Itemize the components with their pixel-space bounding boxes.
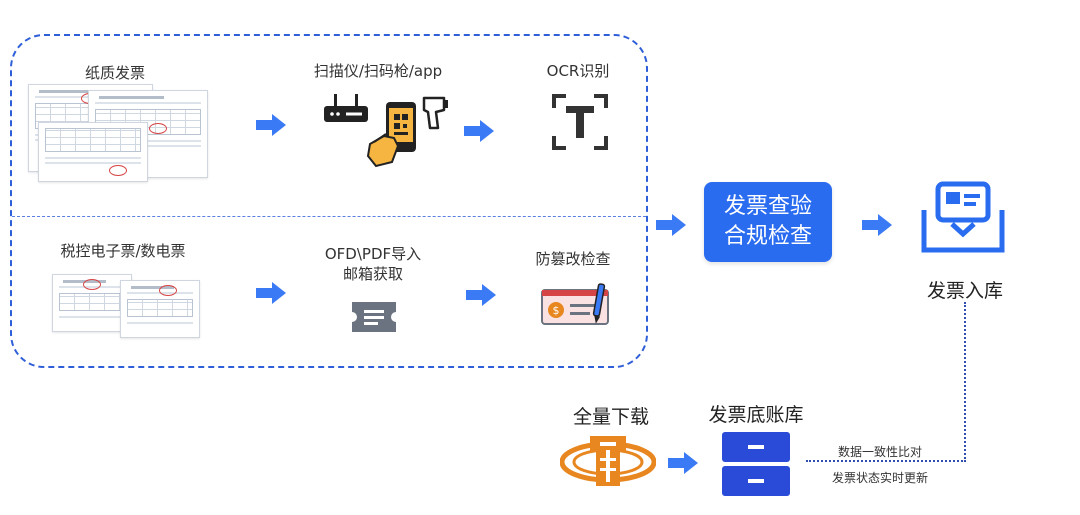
e-invoice-label: 税控电子票/数电票 xyxy=(60,242,186,260)
ocr-label: OCR识别 xyxy=(546,62,610,80)
verify-compliance-button[interactable]: 发票查验 合规检查 xyxy=(704,182,832,262)
arrow-right-icon xyxy=(668,452,698,474)
anti-tamper-icon: $ xyxy=(541,283,609,325)
tax-emblem-icon xyxy=(560,436,656,486)
verify-line2: 合规检查 xyxy=(723,224,812,249)
import-label-line1: OFD\PDF导入 xyxy=(324,245,422,263)
phone-scan-icon xyxy=(366,102,416,168)
storage-label: 发票入库 xyxy=(926,280,1003,302)
svg-text:$: $ xyxy=(553,304,560,317)
arrow-right-icon xyxy=(656,214,686,236)
input-sources-group xyxy=(10,34,648,368)
verify-line1: 发票查验 xyxy=(723,194,812,219)
ledger-label: 发票底账库 xyxy=(708,404,804,426)
import-label-line2: 邮箱获取 xyxy=(342,265,403,283)
database-icon xyxy=(722,432,790,496)
router-icon xyxy=(324,94,368,122)
ticket-icon xyxy=(352,302,396,332)
paper-invoice-label: 纸质发票 xyxy=(84,64,145,82)
storage-icon xyxy=(921,181,1005,253)
download-label: 全量下载 xyxy=(572,406,649,428)
scanner-label: 扫描仪/扫码枪/app xyxy=(313,62,443,80)
sync-connector xyxy=(964,302,966,462)
sync-connector-horizontal xyxy=(806,460,966,462)
paper-invoice-image xyxy=(28,84,208,184)
anti-tamper-label: 防篡改检查 xyxy=(535,250,611,268)
arrow-right-icon xyxy=(466,284,496,306)
arrow-right-icon xyxy=(256,114,286,136)
arrow-right-icon xyxy=(862,214,892,236)
arrow-right-icon xyxy=(464,120,494,142)
import-label: OFD\PDF导入 邮箱获取 xyxy=(308,244,438,284)
scan-gun-icon xyxy=(422,96,448,130)
ocr-icon xyxy=(552,94,608,150)
sync-line1: 数据一致性比对 xyxy=(838,445,923,459)
arrow-right-icon xyxy=(256,282,286,304)
group-divider xyxy=(12,216,646,217)
sync-line2: 发票状态实时更新 xyxy=(832,471,929,485)
e-invoice-image xyxy=(52,274,200,340)
